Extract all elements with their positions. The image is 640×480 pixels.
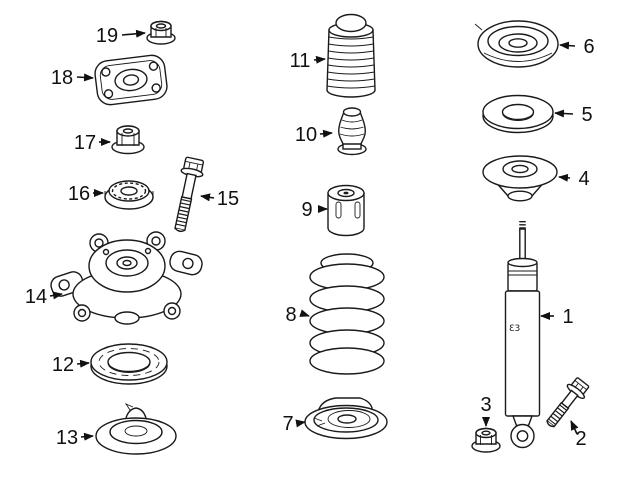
callout-7-arrow [295,419,306,428]
part-shock-absorber: Ɛ3 [504,221,541,449]
part-strut-bearing [104,180,154,210]
part-bump-stop [337,107,367,156]
callout-14-label: 14 [25,286,47,308]
part-upper-mount-plate [94,54,168,106]
part-coil-spring [309,253,385,375]
callout-19[interactable]: 19 [96,25,146,47]
part-spring-seat-washer [482,94,554,134]
callout-19-arrow [121,29,146,38]
callout-18[interactable]: 18 [51,67,94,89]
part-upper-spring-seat [90,343,168,385]
callout-13-label: 13 [56,427,78,449]
callout-9-label: 9 [301,199,312,221]
callout-4-arrow [558,173,571,182]
part-shock-mount-bolt [546,377,590,428]
callout-15[interactable]: 15 [200,188,239,210]
part-lower-spring-seat [304,397,388,440]
callout-7[interactable]: 7 [282,413,306,435]
callout-5-arrow [554,109,574,118]
callout-3[interactable]: 3 [480,394,492,427]
callout-2[interactable]: 2 [570,420,587,450]
callout-18-arrow [76,73,94,82]
part-spring-seat-cap [95,402,177,455]
callout-4[interactable]: 4 [558,168,590,190]
callout-12-arrow [76,359,90,368]
callout-8-label: 8 [285,304,296,326]
part-flange-nut-small [471,427,501,453]
part-upper-mount-cup [474,20,559,68]
callout-14[interactable]: 14 [25,286,63,308]
callout-10-label: 10 [295,124,317,146]
callout-15-label: 15 [217,188,239,210]
callout-3-label: 3 [480,394,491,416]
callout-15-arrow [200,193,215,202]
part-spring-seat-cone [482,155,558,202]
callout-13[interactable]: 13 [56,427,94,449]
callout-14-arrow [49,291,63,300]
callout-4-label: 4 [578,168,589,190]
callout-10[interactable]: 10 [295,124,333,146]
callout-12[interactable]: 12 [52,354,90,376]
part-cap-nut [146,20,176,45]
part-mount-bolt [174,156,205,233]
callout-12-label: 12 [52,354,74,376]
callout-7-label: 7 [282,413,293,435]
callout-5-label: 5 [581,104,592,126]
callout-18-label: 18 [51,67,73,89]
callout-11-label: 11 [290,50,311,72]
callout-17-label: 17 [74,132,96,154]
callout-1-label: 1 [562,306,573,328]
callout-17[interactable]: 17 [74,132,111,154]
part-strut-mount-assembly [50,231,203,325]
callout-13-arrow [80,432,94,441]
part-flange-lock-nut [111,125,145,155]
callout-16-label: 16 [68,183,90,205]
part-dust-boot [326,13,376,98]
callout-2-arrow [570,420,579,435]
callout-16[interactable]: 16 [68,183,104,205]
callout-8-arrow [299,309,310,317]
callout-6[interactable]: 6 [559,36,595,58]
callout-8[interactable]: 8 [285,304,310,326]
callout-9[interactable]: 9 [301,199,328,221]
callout-1[interactable]: 1 [540,306,574,328]
callout-2-label: 2 [575,428,586,450]
callout-11[interactable]: 11 [290,50,326,72]
callout-11-arrow [313,55,326,64]
part-inner-bushing [327,184,365,237]
callout-10-arrow [319,129,333,138]
callout-6-label: 6 [583,36,594,58]
callout-5[interactable]: 5 [554,104,593,126]
callout-19-label: 19 [96,25,118,47]
shock-marking: Ɛ3 [509,324,520,334]
callout-6-arrow [559,41,576,50]
